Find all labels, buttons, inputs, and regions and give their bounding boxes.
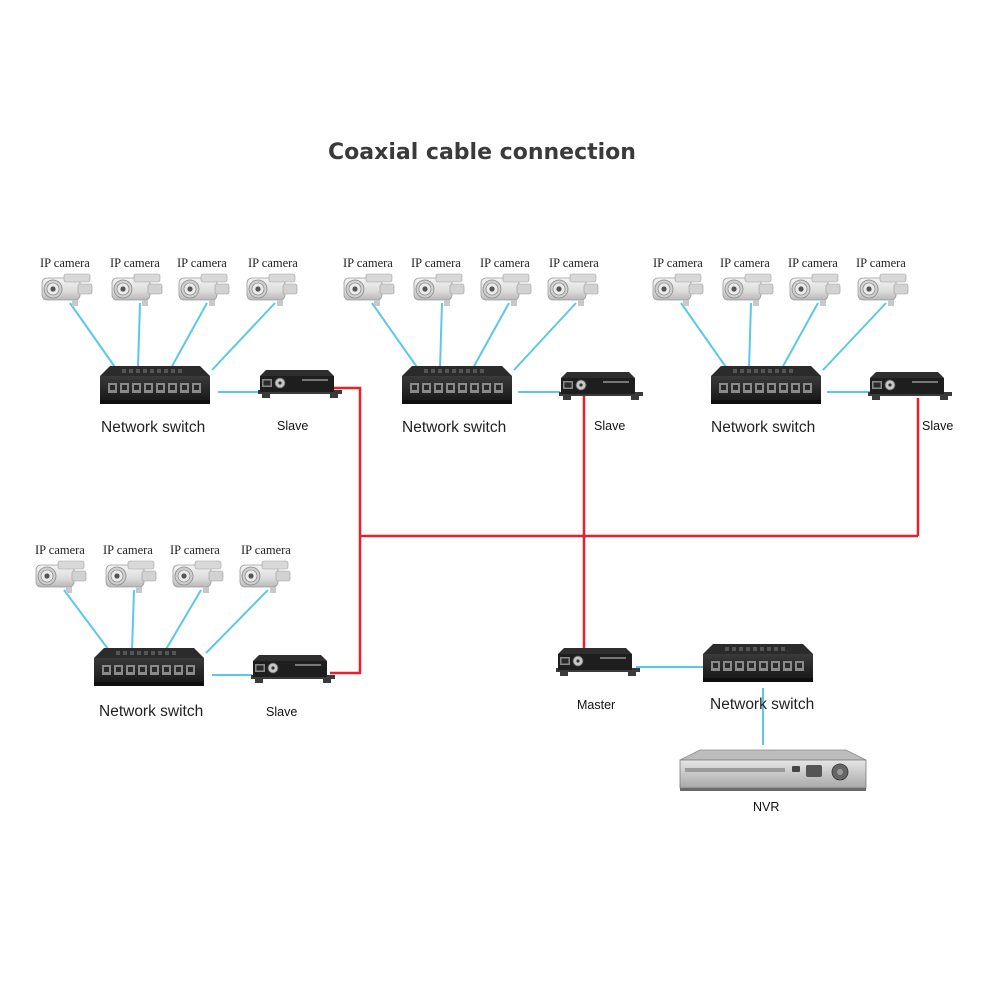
ip-camera-label: IP camera [856,256,906,270]
ip-camera-label: IP camera [40,256,90,270]
network-switch-label: Network switch [402,419,507,436]
ip-camera-icon [413,273,465,307]
ip-camera-label: IP camera [480,256,530,270]
ip-camera-label: IP camera [653,256,703,270]
ip-camera-icon [105,560,157,594]
slave-label: Slave [594,419,626,433]
ip-camera-label: IP camera [110,256,160,270]
nvr-label: NVR [753,800,780,814]
coax-extender-icon [558,371,644,401]
nvr-icon [679,749,867,791]
network-switch-icon [703,644,813,682]
coax-extender-icon [250,654,336,684]
ip-camera-icon [239,560,291,594]
network-switch-icon [94,648,204,686]
network-switch-label: Network switch [711,419,816,436]
ip-camera-icon [547,273,599,307]
ip-camera-icon [111,273,163,307]
ip-camera-label: IP camera [343,256,393,270]
ip-camera-icon [35,560,87,594]
network-switch-icon [711,366,821,404]
network-switch-label: Network switch [99,703,204,720]
coax-extender-icon [867,371,953,401]
ip-camera-label: IP camera [720,256,770,270]
network-switch-icon [402,366,512,404]
ip-camera-label: IP camera [177,256,227,270]
diagram-title: Coaxial cable connection [328,140,636,165]
coax-extender-icon [555,647,641,677]
ip-camera-icon [652,273,704,307]
slave-label: Slave [277,419,309,433]
network-switch-label: Network switch [101,419,206,436]
coax-links [330,386,920,675]
ip-camera-label: IP camera [411,256,461,270]
coax-extender-icon [257,369,343,399]
ip-camera-label: IP camera [549,256,599,270]
ip-camera-icon [41,273,93,307]
ip-camera-label: IP camera [248,256,298,270]
network-switch-icon [100,366,210,404]
ip-camera-icon [246,273,298,307]
master-label: Master [577,698,616,712]
ip-camera-label: IP camera [788,256,838,270]
ip-camera-label: IP camera [170,543,220,557]
slave-label: Slave [266,705,298,719]
slave-label: Slave [922,419,954,433]
ip-camera-label: IP camera [35,543,85,557]
network-switch-label: Network switch [710,696,815,713]
ip-camera-icon [172,560,224,594]
ethernet-links [63,302,887,745]
ip-camera-icon [789,273,841,307]
ip-camera-icon [857,273,909,307]
ip-camera-label: IP camera [103,543,153,557]
ip-camera-icon [343,273,395,307]
ip-camera-icon [178,273,230,307]
ip-camera-icon [722,273,774,307]
ip-camera-icon [480,273,532,307]
ip-camera-label: IP camera [241,543,291,557]
